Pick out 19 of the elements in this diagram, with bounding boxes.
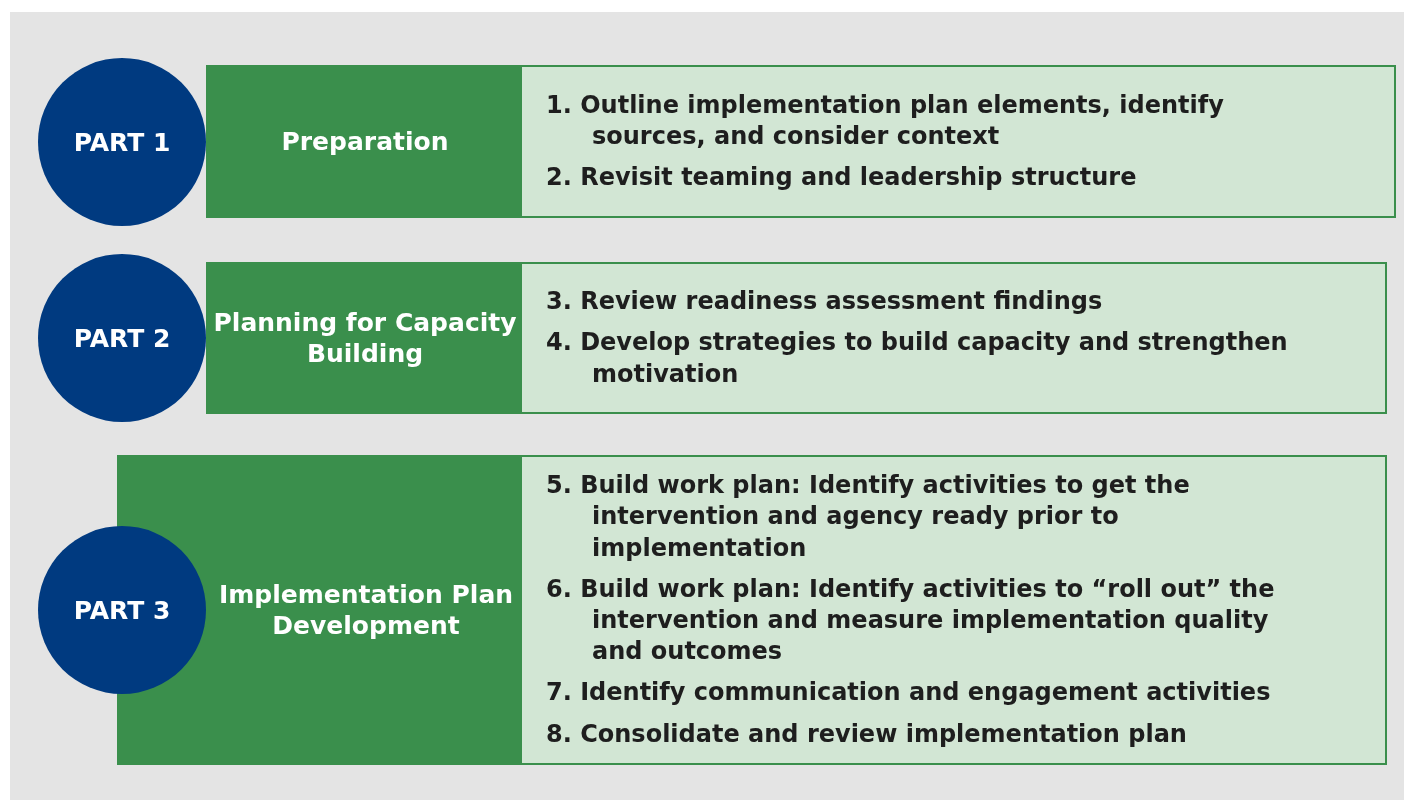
phase-band <box>206 262 520 414</box>
step-text: 4. Develop strategies to build capacity and strengthen motivation <box>546 327 1289 390</box>
part-label: PART 2 <box>73 323 171 353</box>
step-text: 7. Identify communication and engagement activities <box>546 677 1272 709</box>
steps-box <box>520 262 1387 414</box>
step-text: 6. Build work plan: Identify activities to “roll out” the intervention and measure implementation quality and outcomes <box>546 573 1276 668</box>
phase-title: Preparation <box>281 125 449 158</box>
step-text: 3. Review readiness assessment findings <box>546 286 1104 318</box>
part-label: PART 3 <box>73 595 171 625</box>
phase-band <box>206 65 520 218</box>
step-text: 5. Build work plan: Identify activities to get the intervention and agency ready prior to implementation <box>546 470 1191 564</box>
step-text: 2. Revisit teaming and leadership structure <box>546 162 1138 194</box>
steps-box <box>520 65 1396 218</box>
phase-title: Implementation Plan Development <box>217 578 515 642</box>
part-label: PART 1 <box>73 127 171 157</box>
phase-title: Planning for Capacity Building <box>212 306 518 370</box>
step-text: 1. Outline implementation plan elements, identify sources, and consider context <box>546 89 1225 152</box>
steps-box <box>520 455 1387 765</box>
step-text: 8. Consolidate and review implementation plan <box>546 718 1188 750</box>
